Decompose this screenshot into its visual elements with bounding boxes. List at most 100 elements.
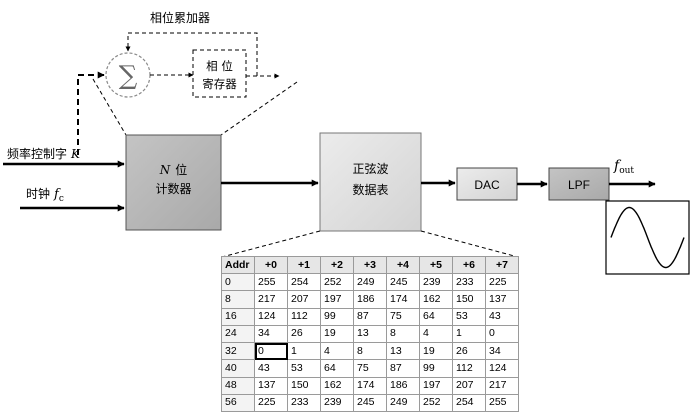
table-cell[interactable]: 150	[287, 376, 321, 395]
table-cell[interactable]: 255	[254, 272, 288, 292]
table-cell[interactable]: 197	[320, 290, 354, 309]
table-cell[interactable]: 4	[320, 341, 354, 361]
table-cell[interactable]: 99	[320, 307, 354, 326]
table-cell[interactable]: 4	[419, 324, 453, 344]
table-cell[interactable]: 43	[485, 307, 519, 326]
table-cell[interactable]: 19	[320, 324, 354, 344]
address-cell: 40	[221, 359, 255, 378]
table-cell[interactable]: 197	[419, 376, 453, 395]
column-header: +0	[254, 256, 288, 274]
k-to-summer-arrow	[77, 71, 105, 155]
dac-label: DAC	[474, 178, 500, 192]
zoom-line-right	[220, 81, 298, 136]
table-cell[interactable]: 75	[353, 359, 387, 378]
phase-register-line2: 寄存器	[202, 77, 237, 91]
table-cell[interactable]: 186	[386, 376, 420, 395]
sine-table-line1: 正弦波	[352, 161, 388, 176]
table-cell[interactable]: 87	[353, 307, 387, 326]
table-cell[interactable]: 1	[452, 324, 486, 344]
output-label: fout	[613, 158, 634, 176]
phase-accumulator-title: 相位累加器	[150, 10, 210, 25]
table-cell[interactable]: 207	[287, 290, 321, 309]
table-cell[interactable]: 255	[485, 393, 519, 413]
sigma-icon: ∑	[119, 61, 138, 91]
table-cell[interactable]: 8	[386, 324, 420, 344]
table-cell[interactable]: 207	[452, 376, 486, 395]
table-cell[interactable]: 64	[320, 359, 354, 378]
column-header: +3	[353, 256, 387, 274]
table-cell[interactable]: 87	[386, 359, 420, 378]
address-cell: 8	[221, 290, 255, 309]
counter-block	[125, 134, 222, 231]
table-cell[interactable]: 233	[452, 272, 486, 292]
table-cell[interactable]: 124	[485, 359, 519, 378]
zoom-line-left	[92, 78, 127, 136]
table-cell[interactable]: 8	[353, 341, 387, 361]
table-cell[interactable]: 0	[485, 324, 519, 344]
table-cell[interactable]: 112	[287, 307, 321, 326]
table-cell[interactable]: 245	[353, 393, 387, 413]
table-cell[interactable]: 13	[353, 324, 387, 344]
table-cell[interactable]: 64	[419, 307, 453, 326]
table-cell[interactable]: 225	[254, 393, 288, 413]
table-cell[interactable]: 217	[485, 376, 519, 395]
address-cell: 48	[221, 376, 255, 395]
table-zoom-line-right	[420, 230, 519, 258]
table-cell[interactable]: 53	[452, 307, 486, 326]
table-cell[interactable]: 53	[287, 359, 321, 378]
table-cell[interactable]: 26	[287, 324, 321, 344]
table-cell[interactable]: 34	[485, 341, 519, 361]
table-cell[interactable]: 75	[386, 307, 420, 326]
table-cell[interactable]: 150	[452, 290, 486, 309]
table-cell[interactable]: 239	[419, 272, 453, 292]
table-cell[interactable]: 174	[353, 376, 387, 395]
table-cell[interactable]: 225	[485, 272, 519, 292]
table-cell[interactable]: 124	[254, 307, 288, 326]
table-cell[interactable]: 186	[353, 290, 387, 309]
table-cell[interactable]: 1	[287, 341, 321, 361]
table-cell[interactable]: 254	[287, 272, 321, 292]
table-cell[interactable]: 99	[419, 359, 453, 378]
table-cell[interactable]: 13	[386, 341, 420, 361]
table-cell[interactable]: 137	[485, 290, 519, 309]
column-header: Addr	[221, 256, 255, 274]
table-cell[interactable]: 174	[386, 290, 420, 309]
table-cell[interactable]: 19	[419, 341, 453, 361]
table-cell[interactable]: 217	[254, 290, 288, 309]
column-header: +4	[386, 256, 420, 274]
address-cell: 16	[221, 307, 255, 326]
table-cell[interactable]: 252	[419, 393, 453, 413]
table-cell[interactable]: 137	[254, 376, 288, 395]
address-cell: 56	[221, 393, 255, 413]
table-cell[interactable]: 245	[386, 272, 420, 292]
table-cell[interactable]: 239	[320, 393, 354, 413]
table-cell[interactable]: 26	[452, 341, 486, 361]
address-cell: 24	[221, 324, 255, 344]
table-cell[interactable]: 249	[386, 393, 420, 413]
table-cell[interactable]: 233	[287, 393, 321, 413]
table-cell[interactable]: 162	[419, 290, 453, 309]
table-cell[interactable]: 252	[320, 272, 354, 292]
table-cell[interactable]: 0	[254, 341, 288, 361]
sine-table-line2: 数据表	[352, 182, 388, 197]
table-cell[interactable]: 254	[452, 393, 486, 413]
column-header: +6	[452, 256, 486, 274]
table-cell[interactable]: 34	[254, 324, 288, 344]
table-cell[interactable]: 249	[353, 272, 387, 292]
feedback-loop	[125, 32, 258, 76]
table-cell[interactable]: 162	[320, 376, 354, 395]
table-cell[interactable]: 112	[452, 359, 486, 378]
table-cell[interactable]: 43	[254, 359, 288, 378]
